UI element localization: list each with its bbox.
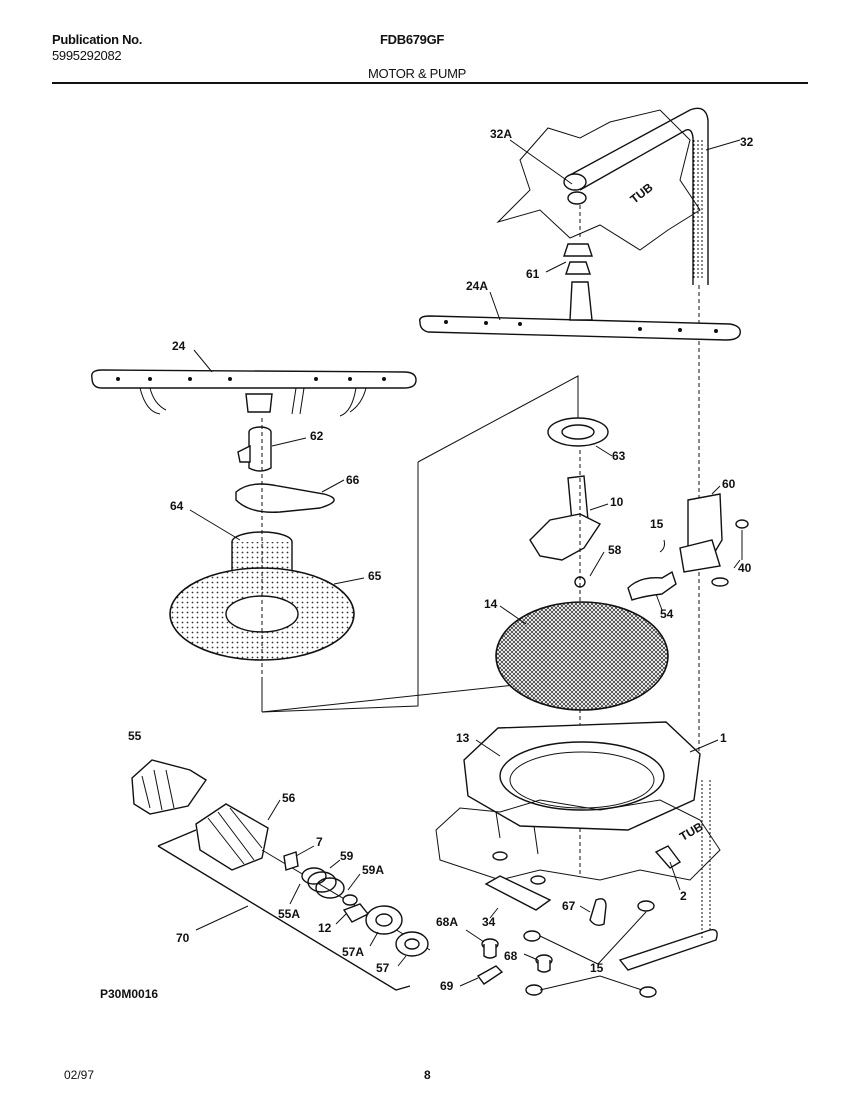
- part-label-40: 40: [738, 561, 752, 575]
- part-label-69: 69: [440, 979, 454, 993]
- part-label-24: 24: [172, 339, 186, 353]
- part-label-66: 66: [346, 473, 360, 487]
- spray-arm-seal: [235, 483, 335, 513]
- part-label-68A: 68A: [436, 915, 458, 929]
- motor-seal: [283, 851, 299, 871]
- pump-motor: [195, 803, 269, 871]
- upper-spray-gear: [547, 417, 609, 447]
- part-label-10: 10: [610, 495, 624, 509]
- motor-cover: [131, 759, 207, 815]
- part-label-70: 70: [176, 931, 190, 945]
- pump-housing: [529, 475, 602, 561]
- drain-hose-fitting: [627, 570, 677, 601]
- part-label-61: 61: [526, 267, 540, 281]
- valve-screw: [711, 519, 749, 587]
- impeller: [365, 905, 403, 935]
- tube-seal-ring: [567, 191, 587, 205]
- part-label-56: 56: [282, 791, 296, 805]
- lower-spray-arm: [91, 369, 417, 417]
- part-label-12: 12: [318, 921, 332, 935]
- part-label-15-lower: 15: [590, 961, 604, 975]
- mesh-filter: [495, 601, 669, 711]
- spray-arm-nut: [563, 243, 593, 275]
- hose-clamp: [589, 898, 607, 927]
- part-label-65: 65: [368, 569, 382, 583]
- mounting-hardware: [484, 811, 552, 911]
- part-label-64: 64: [170, 499, 184, 513]
- part-label-15-upper: 15: [650, 517, 664, 531]
- part-label-58: 58: [608, 543, 622, 557]
- leader-lines: [189, 139, 741, 991]
- part-label-2: 2: [680, 889, 687, 903]
- motor-spring: [301, 867, 345, 899]
- impeller-washer: [342, 894, 358, 906]
- part-label-24A: 24A: [466, 279, 488, 293]
- model-number: FDB679GF: [380, 32, 445, 47]
- part-label-55A: 55A: [278, 907, 300, 921]
- upper-spray-arm: [419, 281, 741, 341]
- chopper-blade: [342, 903, 370, 923]
- drain-check-valve: [654, 845, 682, 869]
- part-label-67: 67: [562, 899, 576, 913]
- feed-tube: [563, 107, 709, 285]
- publication-label: Publication No.: [52, 32, 143, 47]
- part-label-32: 32: [740, 135, 754, 149]
- publication-number: 5995292082: [52, 48, 122, 63]
- part-labels: 32A 32 61 24A 24 62 63 66 64 10 60 15 58…: [128, 127, 754, 993]
- part-label-32A: 32A: [490, 127, 512, 141]
- part-label-59: 59: [340, 849, 354, 863]
- part-label-14: 14: [484, 597, 498, 611]
- part-label-1: 1: [720, 731, 727, 745]
- part-label-34: 34: [482, 915, 496, 929]
- section-title: MOTOR & PUMP: [368, 66, 467, 81]
- part-label-62: 62: [310, 429, 324, 443]
- part-label-7: 7: [316, 835, 323, 849]
- part-label-57: 57: [376, 961, 390, 975]
- part-label-59A: 59A: [362, 863, 384, 877]
- lower-hardware: [476, 900, 657, 998]
- part-label-68: 68: [504, 949, 518, 963]
- tub-label-upper: TUB: [628, 180, 656, 206]
- drain-impeller: [395, 931, 429, 957]
- part-label-63: 63: [612, 449, 626, 463]
- drawing-code: P30M0016: [100, 987, 158, 1001]
- footer-date: 02/97: [64, 1068, 95, 1082]
- motor-assembly-bracket: [157, 829, 411, 991]
- part-label-55: 55: [128, 729, 142, 743]
- header-rule: [52, 82, 808, 84]
- spray-arm-support: [237, 426, 272, 472]
- bracket-clip: [659, 539, 665, 553]
- part-label-60: 60: [722, 477, 736, 491]
- sump-assembly: TUB: [435, 721, 721, 971]
- part-label-13: 13: [456, 731, 470, 745]
- part-label-57A: 57A: [342, 945, 364, 959]
- valve-bracket: [679, 493, 723, 573]
- part-label-54: 54: [660, 607, 674, 621]
- page-number: 8: [424, 1068, 431, 1082]
